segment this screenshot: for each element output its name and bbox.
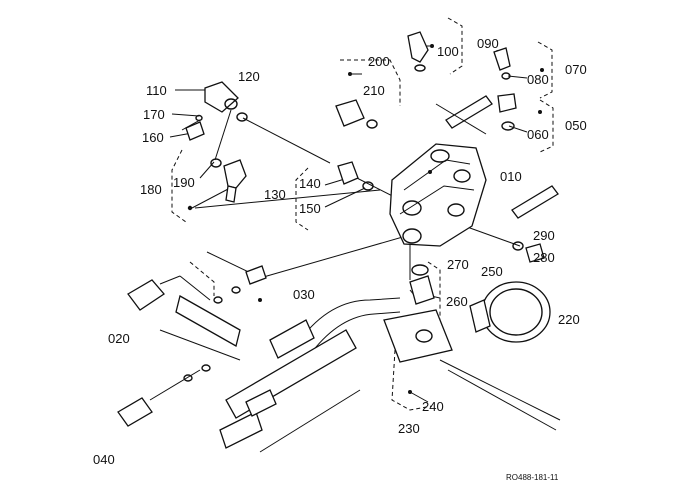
label-170: 170 — [143, 107, 165, 122]
fitting-110 — [204, 81, 239, 113]
label-010: 010 — [500, 169, 522, 184]
part-labels: 010 020 030 040 050 060 070 080 090 100 … — [93, 36, 587, 467]
label-160: 160 — [142, 130, 164, 145]
label-270: 270 — [447, 257, 469, 272]
label-150: 150 — [299, 201, 321, 216]
label-050: 050 — [565, 118, 587, 133]
label-200: 200 — [368, 54, 390, 69]
label-080: 080 — [527, 72, 549, 87]
label-290: 290 — [533, 228, 555, 243]
parts-280-290 — [511, 185, 559, 263]
parts-090-100 — [407, 31, 511, 80]
fittings-020-030-040 — [117, 265, 267, 427]
label-230: 230 — [398, 421, 420, 436]
parts-230-240 — [383, 309, 453, 394]
label-060: 060 — [527, 127, 549, 142]
parts-160-170 — [185, 114, 205, 141]
label-120: 120 — [238, 69, 260, 84]
label-040: 040 — [93, 452, 115, 467]
mounting-bracket — [159, 295, 361, 453]
parts-200-210 — [335, 72, 378, 129]
label-240: 240 — [422, 399, 444, 414]
label-140: 140 — [299, 176, 321, 191]
o-ring-120 — [236, 112, 248, 122]
label-260: 260 — [446, 294, 468, 309]
label-130: 130 — [264, 187, 286, 202]
reference-code: RO488-181-11 — [506, 473, 559, 482]
label-100: 100 — [437, 44, 459, 59]
label-190: 190 — [173, 175, 195, 190]
gauge-220 — [469, 281, 551, 343]
label-020: 020 — [108, 331, 130, 346]
label-280: 280 — [533, 250, 555, 265]
label-090: 090 — [477, 36, 499, 51]
label-210: 210 — [363, 83, 385, 98]
label-070: 070 — [565, 62, 587, 77]
parts-050-060-070 — [435, 68, 544, 135]
parts-130-140-150 — [337, 161, 374, 191]
parts-180-190 — [187, 158, 247, 211]
label-220: 220 — [558, 312, 580, 327]
label-110: 110 — [146, 83, 167, 98]
label-250: 250 — [481, 264, 503, 279]
valve-body-010 — [389, 143, 487, 247]
assembly-brackets — [171, 17, 554, 411]
label-180: 180 — [140, 182, 162, 197]
label-030: 030 — [293, 287, 315, 302]
